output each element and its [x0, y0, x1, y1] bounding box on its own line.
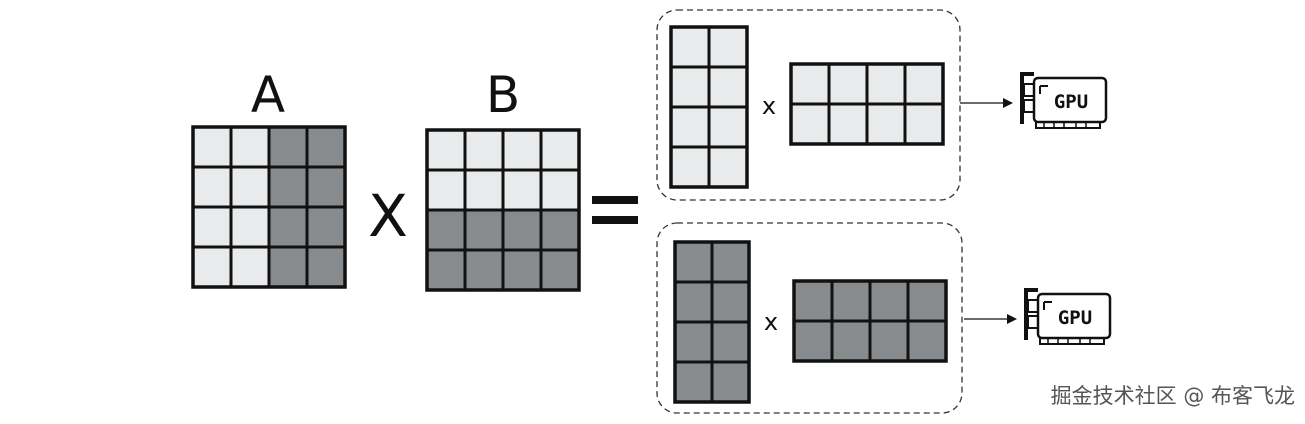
matrix-a-cell — [267, 165, 309, 209]
matrix-a-cell — [305, 205, 347, 249]
partition-2-left-cell — [710, 360, 751, 404]
partition-1-left-matrix — [669, 25, 749, 189]
partition-2-right-matrix — [792, 279, 948, 363]
matrix-b-cell — [463, 248, 505, 292]
gpu-card-icon: GPU — [1020, 72, 1108, 129]
partition-2-left-cell — [710, 240, 751, 284]
gpu-card-icon: GPU — [1024, 288, 1112, 345]
partition-1-left-cell — [707, 145, 749, 189]
matrix-a-label: A — [251, 66, 285, 124]
matrix-b-cell — [463, 208, 505, 252]
partition-2-box — [656, 222, 963, 414]
partition-2-left-border — [673, 240, 751, 404]
matrix-a-cell — [229, 125, 271, 169]
matrix-a-border — [191, 125, 347, 289]
partition-2-right-cell — [906, 319, 948, 363]
matrix-b-cell — [539, 208, 581, 252]
partition-2-left-cell — [710, 320, 751, 364]
partition-1-left-cell — [669, 145, 711, 189]
matrix-b-cell — [501, 128, 543, 172]
matrix-a-cell — [267, 125, 309, 169]
matrix-b-cell — [539, 168, 581, 212]
partition-1-right-cell — [865, 102, 907, 146]
partition-1-right-cell — [827, 62, 869, 106]
matrix-a — [191, 125, 347, 289]
partition-1-right-cell — [789, 102, 831, 146]
gpu-label: GPU — [1058, 307, 1092, 329]
partition-2-right-cell — [792, 319, 834, 363]
partition-1-right-cell — [789, 62, 831, 106]
matrix-a-cell — [267, 245, 309, 289]
matrix-a-cell — [305, 125, 347, 169]
matrix-b-cell — [425, 168, 467, 212]
matrix-b-cell — [501, 248, 543, 292]
matrix-a-cell — [229, 205, 271, 249]
partition-2-right-cell — [868, 319, 910, 363]
partition-1-left-cell — [707, 25, 749, 69]
matrix-b-cell — [539, 128, 581, 172]
partition-2-multiply: x — [764, 308, 778, 336]
partition-1-right-cell — [827, 102, 869, 146]
equals-operator — [592, 196, 638, 224]
partition-1-left-cell — [669, 65, 711, 109]
partition-1-left-border — [669, 25, 749, 189]
partition-1-right-cell — [903, 62, 945, 106]
matrix-b-cell — [463, 128, 505, 172]
partition-2-left-cell — [673, 280, 714, 324]
partition-2-left-cell — [673, 240, 714, 284]
partition-2-right-cell — [906, 279, 948, 323]
partition-1-left-cell — [707, 65, 749, 109]
matrix-b-cell — [501, 168, 543, 212]
matrix-b-cell — [425, 128, 467, 172]
matrix-a-cell — [191, 125, 233, 169]
partition-1-right-cell — [865, 62, 907, 106]
partition-1-arrow — [960, 98, 1013, 108]
partition-1-box — [656, 9, 961, 201]
partition-2-left-matrix — [673, 240, 751, 404]
partition-1-left-cell — [669, 105, 711, 149]
partition-1-multiply: x — [762, 92, 776, 120]
partition-2-left-cell — [673, 320, 714, 364]
partition-1-left-cell — [669, 25, 711, 69]
partition-1-right-matrix — [789, 62, 945, 146]
partition-2-right-cell — [830, 319, 872, 363]
matrix-a-cell — [305, 245, 347, 289]
matrix-a-cell — [305, 165, 347, 209]
matrix-a-cell — [229, 245, 271, 289]
partition-2-right-border — [792, 279, 948, 363]
matrix-a-cell — [191, 165, 233, 209]
matrix-b-cell — [501, 208, 543, 252]
matrix-b-border — [425, 128, 581, 292]
matrix-b — [425, 128, 581, 292]
partition-2-right-cell — [792, 279, 834, 323]
multiply-operator: X — [368, 182, 408, 250]
matrix-b-cell — [425, 208, 467, 252]
partition-2-right-cell — [830, 279, 872, 323]
matrix-a-cell — [191, 205, 233, 249]
partition-1-right-cell — [903, 102, 945, 146]
partition-1-right-border — [789, 62, 945, 146]
matrix-a-cell — [267, 205, 309, 249]
matrix-b-label: B — [486, 66, 520, 124]
watermark: 掘金技术社区 @ 布客飞龙 — [1050, 384, 1295, 408]
matrix-a-cell — [229, 165, 271, 209]
matrix-b-cell — [539, 248, 581, 292]
partition-2-left-cell — [710, 280, 751, 324]
matrix-b-cell — [463, 168, 505, 212]
partition-2-arrow — [964, 314, 1017, 324]
partition-1-left-cell — [707, 105, 749, 149]
matrix-b-cell — [425, 248, 467, 292]
partition-2-right-cell — [868, 279, 910, 323]
gpu-label: GPU — [1054, 91, 1088, 113]
matrix-a-cell — [191, 245, 233, 289]
partition-2-left-cell — [673, 360, 714, 404]
